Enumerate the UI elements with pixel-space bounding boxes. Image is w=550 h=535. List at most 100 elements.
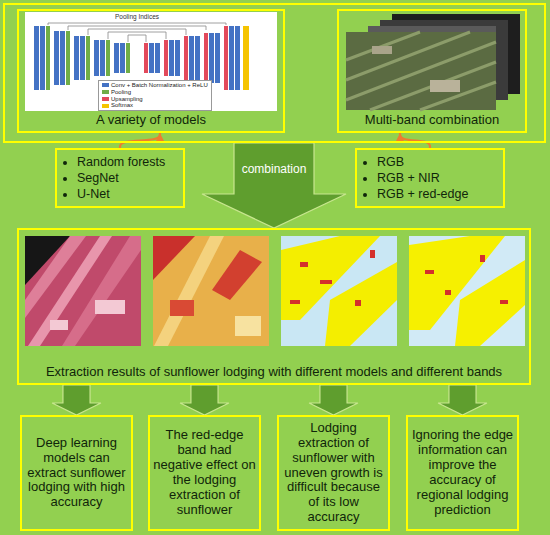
result-map-a-part: [320, 280, 332, 284]
bullet-list-box: Random forestsSegNetU-Net: [55, 148, 185, 208]
result-image-false-color-part: [153, 236, 269, 346]
legend-box: Conv + Batch Normalization + ReLUPooling…: [98, 80, 212, 111]
block-arrow: [309, 385, 358, 415]
bullet-item: SegNet: [77, 170, 165, 186]
block-arrow: [180, 385, 229, 415]
result-image-rgb-part: [25, 236, 141, 346]
encoder-layers-part: [66, 31, 70, 85]
panel-caption: Multi-band combination: [341, 113, 523, 128]
legend-text: Pooling: [111, 89, 131, 95]
bullet-item: Random forests: [77, 154, 165, 170]
decoder-layers-part: [164, 40, 168, 76]
decoder-layers-part: [215, 33, 220, 83]
group-panel: A variety of models Multi-band combinatio…: [3, 3, 546, 143]
figure-panel: A variety of models: [17, 9, 285, 133]
figure-label: Pooling Indices: [113, 13, 161, 20]
encoder-layers-part: [86, 36, 90, 80]
result-map-b-part: [425, 270, 434, 274]
encoder-layers-part: [60, 31, 65, 85]
decoder-layers-part: [149, 43, 154, 73]
pooling-index-lines-part: [128, 35, 146, 42]
encoder-layers-part: [120, 43, 125, 73]
decoder-layers-part: [224, 26, 228, 90]
encoder-layers-part: [106, 40, 110, 76]
legend-text: Softmax: [111, 102, 133, 108]
encoder-layers-part: [94, 40, 99, 76]
conclusion-box: The red-edge band had negative effect on…: [148, 415, 261, 531]
encoder-layers-part: [80, 36, 85, 80]
results-panel: Extraction results of sunflower lodging …: [17, 228, 531, 385]
pooling-index-lines-part: [48, 23, 226, 25]
conclusion-box: Lodging extraction of sunflower with une…: [277, 415, 390, 531]
legend-row: Conv + Batch Normalization + ReLU: [102, 82, 208, 89]
legend-text: Conv + Batch Normalization + ReLU: [111, 82, 208, 88]
decoder-layers-part: [243, 26, 249, 90]
result-image-false-color-part: [153, 236, 195, 280]
result-map-a-part: [355, 300, 361, 306]
result-image-false-color-part: [235, 316, 261, 336]
encoder-layers-part: [114, 43, 119, 73]
encoder-layers-part: [34, 26, 39, 90]
result-image-rgb-part: [50, 320, 68, 330]
conclusion-box: Deep learning models can extract sunflow…: [20, 415, 133, 531]
result-image-false-color-part: [212, 250, 262, 300]
encoder-layers-part: [54, 31, 59, 85]
result-map-b-part: [409, 236, 525, 346]
encoder-layers-part: [100, 40, 105, 76]
legend-text: Upsampling: [111, 96, 143, 102]
segnet-figure: [25, 12, 277, 111]
bullet-item: U-Net: [77, 186, 165, 202]
result-image-rgb-part: [62, 236, 141, 346]
result-map-a-part: [325, 262, 397, 346]
bullet-item: RGB + red-edge: [377, 186, 468, 202]
result-map-b-part: [480, 255, 485, 262]
legend-swatch: [102, 97, 109, 101]
decoder-layers-part: [184, 36, 188, 80]
conclusion-text: The red-edge band had negative effect on…: [153, 428, 256, 518]
multiband-image-part: [372, 46, 392, 54]
decoder-layers-part: [204, 33, 208, 83]
curved-arrow: [120, 133, 160, 148]
decoder-layers-part: [235, 26, 240, 90]
block-arrow: [202, 143, 346, 228]
decoder-layers-part: [195, 36, 200, 80]
conclusion-box: Ignoring the edge information can improv…: [406, 415, 519, 531]
multiband-image: [346, 14, 520, 110]
bullet-item: RGB: [377, 154, 468, 170]
result-map-b-part: [500, 300, 508, 304]
panel-caption: Extraction results of sunflower lodging …: [21, 365, 527, 380]
bullet-item: RGB + NIR: [377, 170, 468, 186]
result-map-b: [409, 236, 525, 346]
encoder-layers-part: [40, 26, 45, 90]
bullet-list: Random forestsSegNetU-Net: [57, 154, 165, 203]
bullet-list: RGBRGB + NIRRGB + red-edge: [357, 154, 468, 203]
segnet-figure-part: [25, 12, 277, 111]
bullet-list-box: RGBRGB + NIRRGB + red-edge: [355, 148, 505, 208]
result-image-rgb-part: [95, 300, 125, 314]
conclusion-text: Ignoring the edge information can improv…: [411, 428, 514, 518]
result-map-a-part: [290, 300, 300, 304]
result-image-false-color-part: [154, 236, 224, 346]
decoder-layers-part: [229, 26, 234, 90]
figure-panel: Multi-band combination: [337, 9, 527, 133]
multiband-image-part: [346, 32, 496, 110]
encoder-layers-part: [46, 26, 50, 90]
block-arrow: [438, 385, 487, 415]
result-image-false-color-part: [170, 300, 194, 316]
encoder-layers-part: [126, 43, 130, 73]
panel-caption: A variety of models: [21, 113, 281, 128]
decoder-layers-part: [175, 40, 180, 76]
legend-row: Pooling: [102, 89, 208, 96]
arrow-label: combination: [240, 162, 309, 176]
legend-swatch: [102, 104, 109, 108]
result-map-b-part: [455, 260, 525, 346]
multiband-image-part: [430, 80, 460, 92]
pooling-index-lines-part: [108, 32, 166, 39]
result-image-false-color: [153, 236, 269, 346]
curved-arrow: [400, 133, 430, 148]
decoder-layers-part: [169, 40, 174, 76]
result-image-rgb: [25, 236, 141, 346]
legend-row: Upsampling: [102, 96, 208, 103]
decoder-layers-part: [144, 43, 148, 73]
